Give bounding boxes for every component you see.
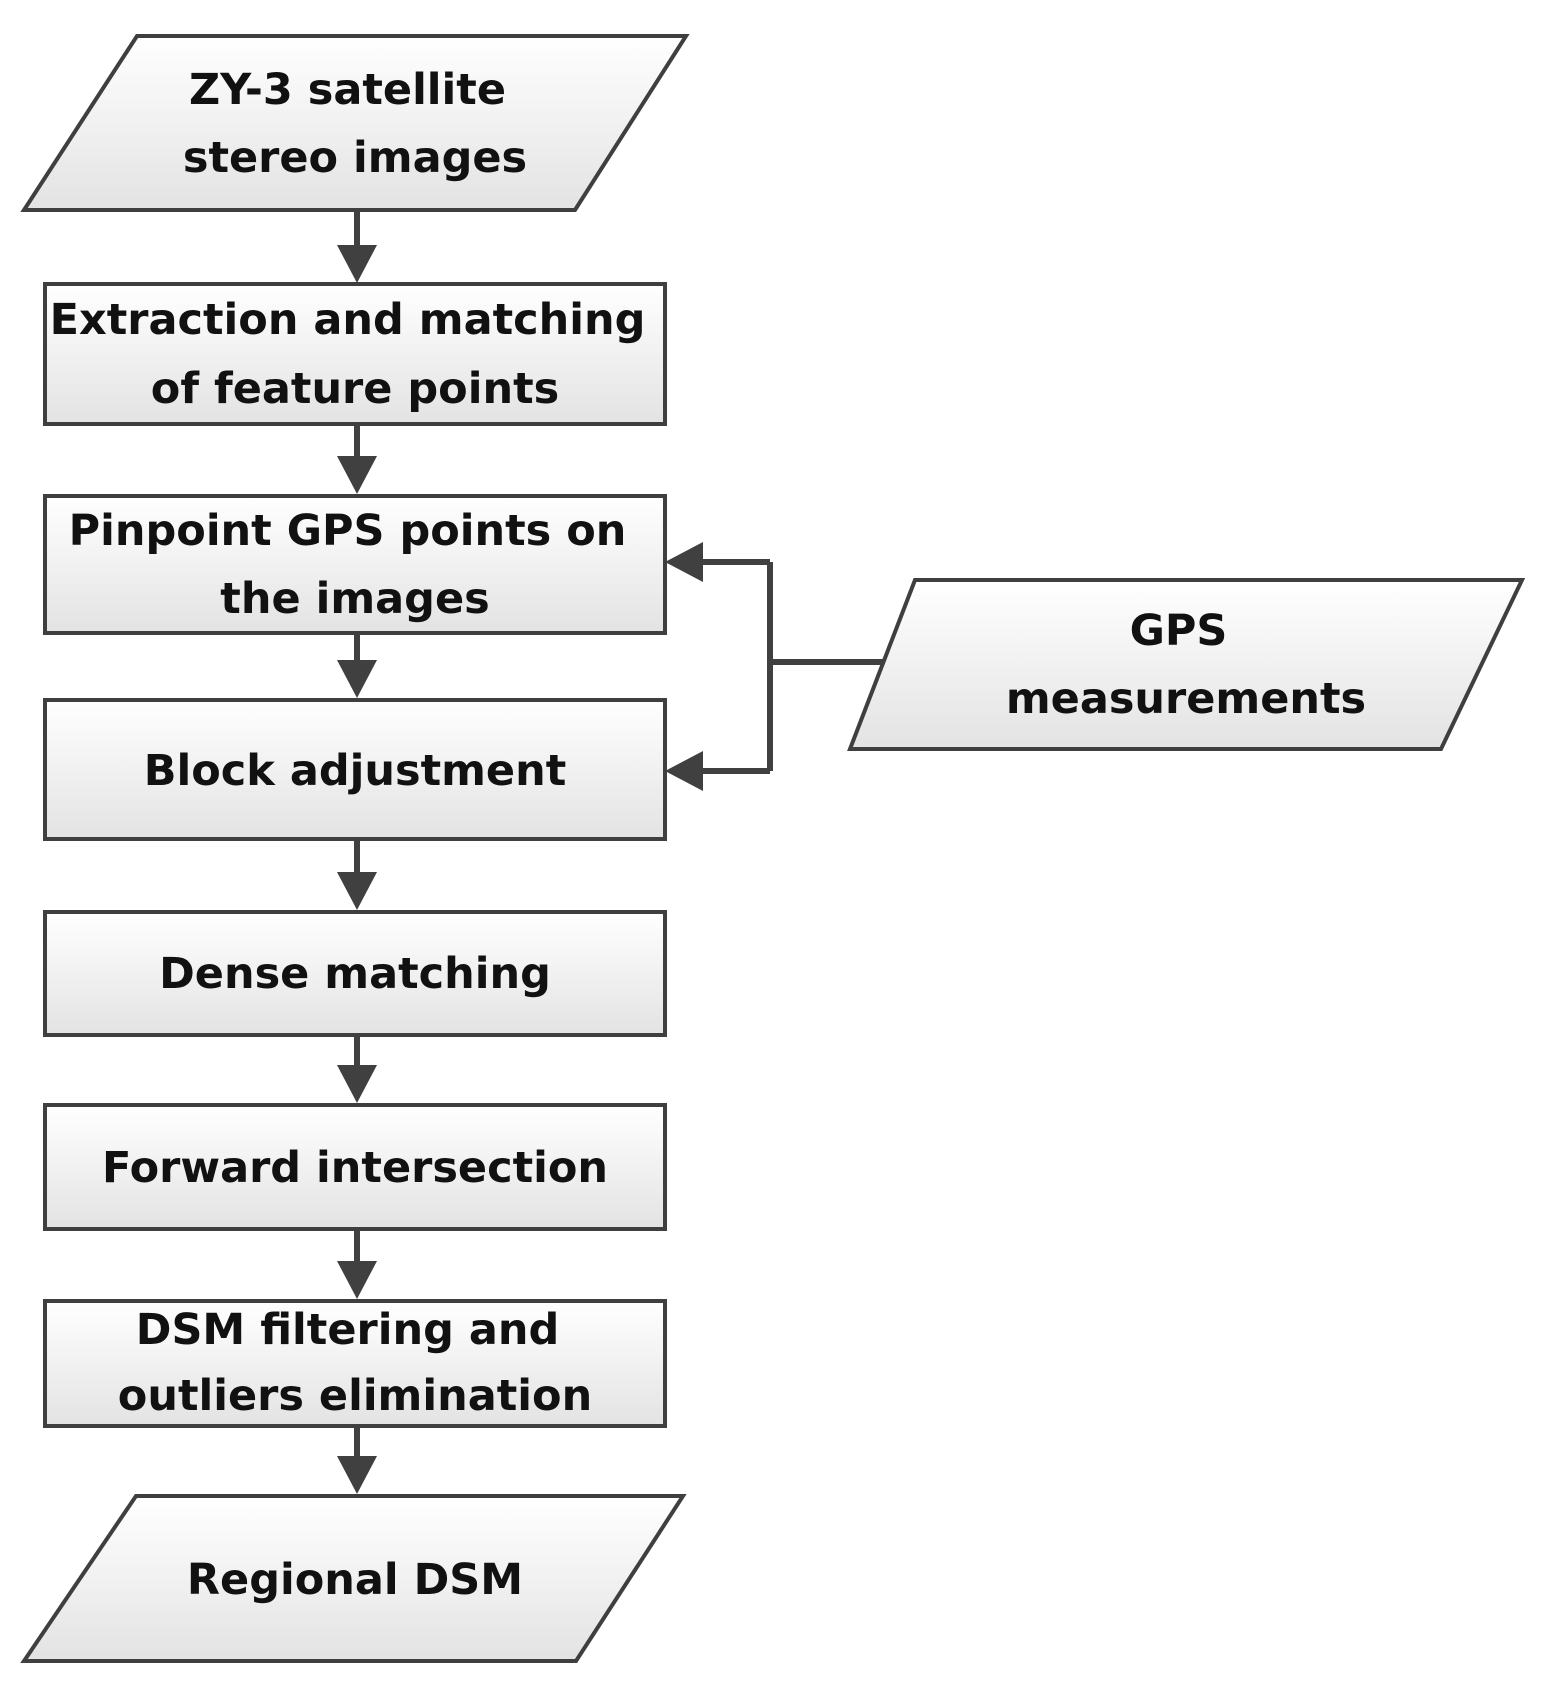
node-gps-measurements: GPS measurements bbox=[847, 578, 1526, 751]
node-dense-matching-label: Dense matching bbox=[159, 949, 551, 999]
edge-block-adjustment-to-dense-matching bbox=[337, 840, 377, 910]
edge-images-to-feature-points bbox=[337, 211, 377, 283]
node-pinpoint-gps-label: Pinpoint GPS points on the images bbox=[69, 506, 642, 624]
node-regional-dsm-label: Regional DSM bbox=[187, 1555, 523, 1605]
node-pinpoint-gps: Pinpoint GPS points on the images bbox=[43, 494, 667, 635]
node-dense-matching: Dense matching bbox=[43, 910, 667, 1037]
edge-pinpoint-gps-to-block-adjustment bbox=[337, 634, 377, 698]
edge-feature-points-to-pinpoint-gps bbox=[337, 425, 377, 494]
node-input-images-label: ZY-3 satellite stereo images bbox=[183, 65, 527, 183]
edge-gps-to-block-adjustment bbox=[665, 751, 770, 791]
edge-dsm-filtering-to-regional-dsm bbox=[337, 1427, 377, 1494]
node-block-adjustment-label: Block adjustment bbox=[144, 746, 567, 796]
node-gps-measurements-label: GPS measurements bbox=[1006, 606, 1366, 724]
edge-gps-to-pinpoint-gps bbox=[665, 542, 770, 582]
node-feature-points: Extraction and matching of feature point… bbox=[43, 282, 667, 426]
node-dsm-filtering-label: DSM filtering and outliers elimination bbox=[118, 1305, 592, 1421]
node-forward-intersection: Forward intersection bbox=[43, 1103, 667, 1231]
edge-gps-measurements-branch bbox=[767, 562, 893, 771]
node-forward-intersection-label: Forward intersection bbox=[102, 1143, 608, 1193]
node-feature-points-label: Extraction and matching of feature point… bbox=[50, 295, 661, 414]
node-dsm-filtering: DSM filtering and outliers elimination bbox=[43, 1299, 667, 1428]
node-regional-dsm: Regional DSM bbox=[20, 1494, 687, 1663]
edge-dense-matching-to-forward-intersection bbox=[337, 1036, 377, 1103]
node-input-images: ZY-3 satellite stereo images bbox=[20, 34, 690, 212]
edge-forward-intersection-to-dsm-filtering bbox=[337, 1230, 377, 1299]
connectors bbox=[337, 211, 893, 1494]
node-block-adjustment: Block adjustment bbox=[43, 698, 667, 841]
